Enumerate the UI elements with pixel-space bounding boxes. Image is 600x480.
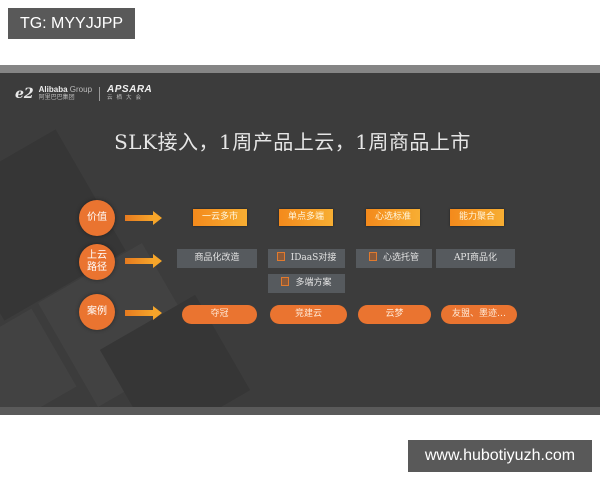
row-label-line1: 上云 xyxy=(87,250,107,261)
arrow-right-icon xyxy=(125,254,163,268)
path-step: IDaaS对接 xyxy=(268,249,345,268)
document-icon xyxy=(276,252,285,261)
apsara-en: APSARA xyxy=(107,84,153,95)
presentation-slide xyxy=(0,65,600,415)
logo-divider xyxy=(99,87,101,101)
row-label-cloud-path: 上云 路径 xyxy=(79,244,115,280)
case-pill: 夺冠 xyxy=(182,305,257,324)
value-tag: 能力聚合 xyxy=(450,209,504,226)
case-pill: 竞建云 xyxy=(270,305,347,324)
path-step: 心选托管 xyxy=(356,249,432,268)
value-tag: 心选标准 xyxy=(366,209,420,226)
path-step: 多端方案 xyxy=(268,274,345,293)
alibaba-en: Alibaba xyxy=(38,85,68,94)
path-step: 商品化改造 xyxy=(177,249,257,268)
apsara-wordmark: APSARA 云栖大会 xyxy=(107,85,152,103)
apsara-cn: 云栖大会 xyxy=(107,95,146,101)
alibaba-logo-icon: e2 xyxy=(15,86,34,102)
row-label-value: 价值 xyxy=(79,200,115,236)
slide-bottom-border xyxy=(0,407,600,415)
case-pill: 友盟、墨迹… xyxy=(441,305,517,324)
value-tag: 单点多端 xyxy=(279,209,333,226)
row-label-line2: 路径 xyxy=(87,262,107,273)
path-step-label: 多端方案 xyxy=(295,278,332,288)
slide-title: SLK接入，1周产品上云，1周商品上市 xyxy=(114,130,471,154)
arrow-right-icon xyxy=(125,306,163,320)
alibaba-wordmark: Alibaba Group 阿里巴巴集团 xyxy=(39,86,92,102)
alibaba-cn: 阿里巴巴集团 xyxy=(38,94,75,101)
case-pill: 云梦 xyxy=(358,305,431,324)
conference-logo: e2 Alibaba Group 阿里巴巴集团 APSARA 云栖大会 xyxy=(15,84,152,104)
document-icon xyxy=(281,277,290,286)
value-tag: 一云多市 xyxy=(193,209,247,226)
tg-label-badge: TG: MYYJJPP xyxy=(8,8,135,39)
arrow-right-icon xyxy=(125,211,163,225)
watermark-url: www.hubotiyuzh.com xyxy=(408,440,592,472)
document-icon xyxy=(368,252,377,261)
path-step: API商品化 xyxy=(436,249,515,268)
alibaba-group: Group xyxy=(69,85,93,94)
slide-top-border xyxy=(0,65,600,73)
path-step-label: 心选托管 xyxy=(382,253,419,263)
path-step-label: IDaaS对接 xyxy=(290,253,337,263)
row-label-cases: 案例 xyxy=(79,294,115,330)
